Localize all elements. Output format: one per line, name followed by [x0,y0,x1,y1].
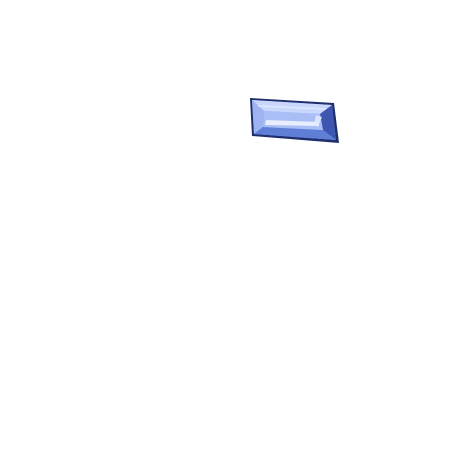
baguette-gem-icon [250,98,339,143]
gem-sparkle [314,115,322,127]
gem-edge-line [257,105,327,110]
gem-bottom-facet [254,127,336,140]
gem-right-facet [320,105,336,140]
gem-highlight [265,120,319,126]
gem-left-facet [252,100,264,134]
gem-object [246,96,342,146]
